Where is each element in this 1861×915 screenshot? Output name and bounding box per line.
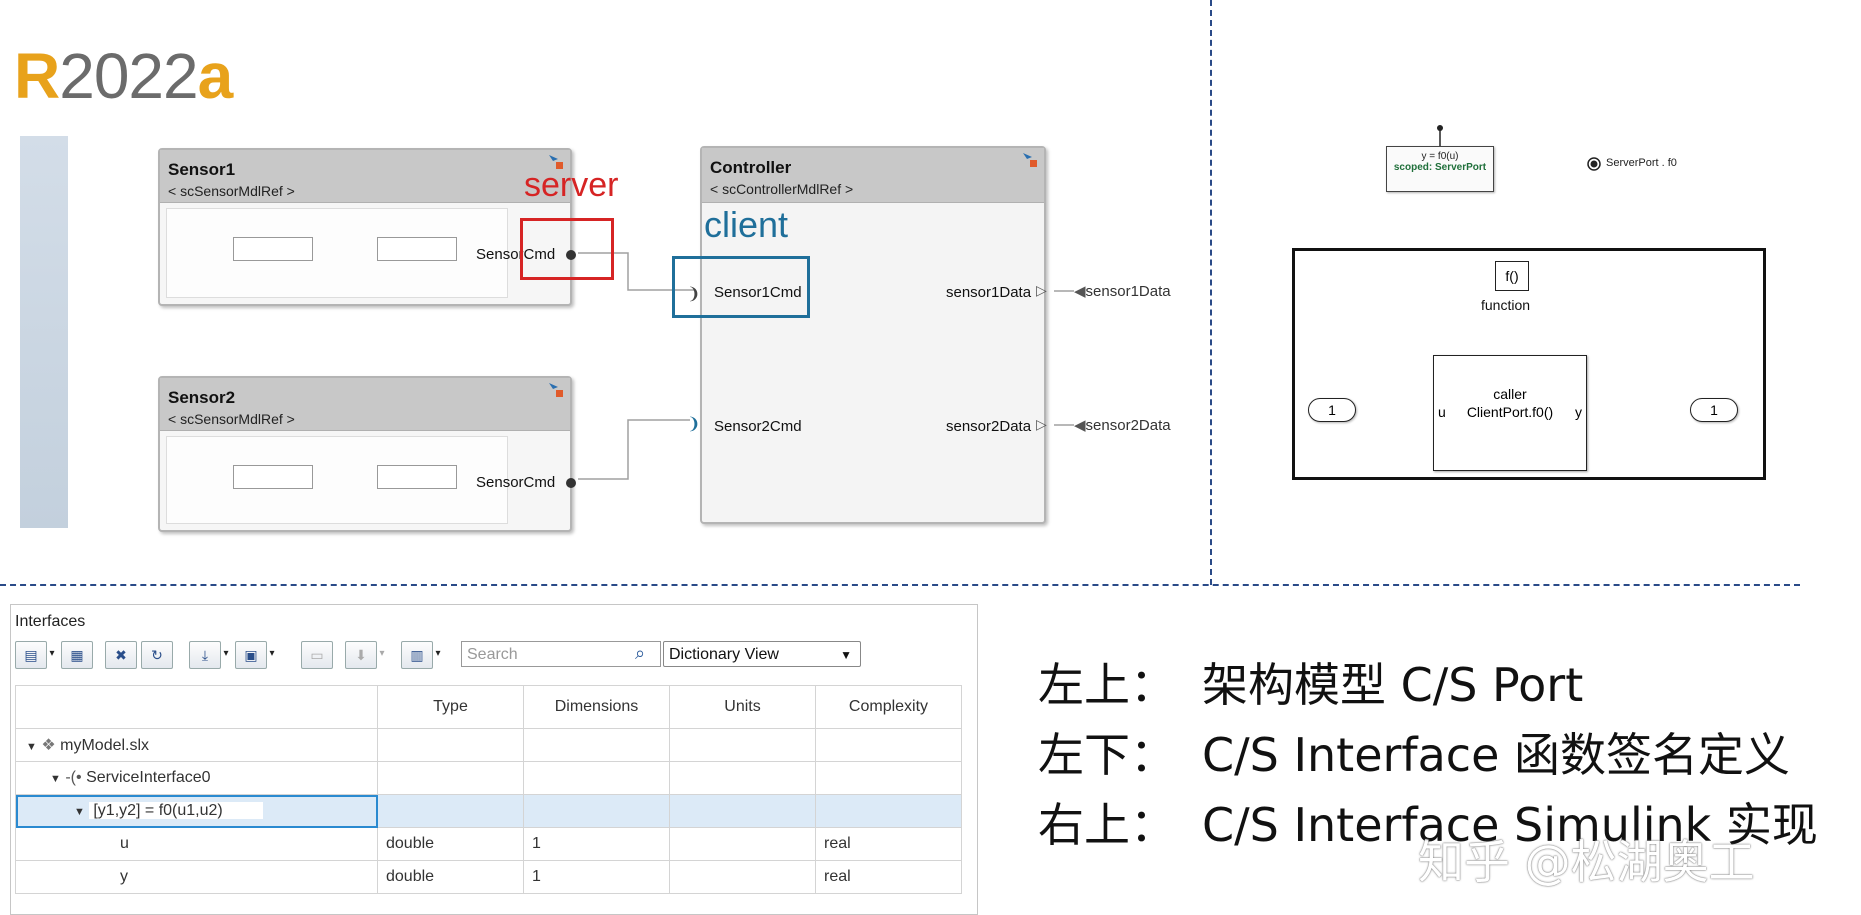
outport-sensor1data[interactable]: ◀sensor1Data <box>1074 283 1171 300</box>
server-callout-box <box>520 218 614 280</box>
export-icon[interactable]: ▭ <box>301 641 333 669</box>
controller-block[interactable]: Controller < scControllerMdlRef > Sensor… <box>700 146 1046 524</box>
table-row[interactable]: ▼ -(• ServiceInterface0 <box>15 761 962 795</box>
interfaces-panel: Interfaces ▤ ▾ ▦ ✖ ↻ ⤓ ▾ ▣ ▾ ▭ ⬇ ▾ ▥ ▾ S… <box>10 604 978 915</box>
inport-block[interactable]: 1 <box>1308 398 1356 422</box>
chevron-down-icon[interactable]: ▾ <box>379 648 385 659</box>
client-label: client <box>704 204 789 245</box>
sensor1-title: Sensor1 <box>168 160 236 179</box>
server-port-icon[interactable] <box>566 250 576 260</box>
outport-arrow-icon: ▷ <box>1036 282 1047 298</box>
interfaces-table: Type Dimensions Units Complexity ▼ ❖ myM… <box>15 685 962 894</box>
client-callout-box <box>672 256 810 318</box>
sensor1-block[interactable]: Sensor1 < scSensorMdlRef > SensorCmd <box>158 148 576 306</box>
add-element-icon[interactable]: ▦ <box>61 641 93 669</box>
release-logo: R2022a <box>14 40 233 112</box>
controller-ref: < scControllerMdlRef > <box>710 181 854 197</box>
client-port-icon: ❩ <box>687 286 701 303</box>
sensor2-port-label: SensorCmd <box>476 474 556 491</box>
function-caller-block[interactable]: caller ClientPort.f0() u y <box>1433 355 1587 471</box>
outport-tag-icon: ◀ <box>1074 283 1086 300</box>
sensor2-ref: < scSensorMdlRef > <box>168 411 295 427</box>
function-trigger-block[interactable]: f() <box>1495 261 1529 291</box>
model-reference-icon <box>549 155 563 169</box>
outport-tag-icon: ◀ <box>1074 417 1086 434</box>
horizontal-separator <box>0 584 1800 586</box>
sensor1-thumbnail <box>166 208 508 298</box>
server-port-icon[interactable] <box>566 478 576 488</box>
add-interface-icon[interactable]: ▤ <box>15 641 47 669</box>
sensor2-thumbnail <box>166 436 508 524</box>
model-reference-icon <box>1023 153 1037 167</box>
sensor1-ref: < scSensorMdlRef > <box>168 183 295 199</box>
chevron-down-icon[interactable]: ▼ <box>26 741 37 753</box>
simulink-subsystem[interactable]: f() function caller ClientPort.f0() u y <box>1292 248 1766 480</box>
controller-port-sensor2cmd[interactable]: Sensor2Cmd <box>714 418 802 435</box>
chevron-down-icon[interactable]: ▾ <box>435 648 441 659</box>
controller-title: Controller <box>710 158 792 177</box>
model-reference-icon <box>549 383 563 397</box>
note-line: 右上：C/S Interface Simulink 实现 <box>1038 798 1818 852</box>
delete-icon[interactable]: ✖ <box>105 641 137 669</box>
server-port-label: ServerPort . f0 <box>1606 157 1677 169</box>
sensor2-title: Sensor2 <box>168 388 236 407</box>
chevron-down-icon[interactable]: ▾ <box>223 648 229 659</box>
outport-block[interactable]: 1 <box>1690 398 1738 422</box>
canvas-side-strip <box>20 136 68 528</box>
vertical-separator <box>1210 0 1212 585</box>
note-line: 左上：架构模型 C/S Port <box>1038 658 1584 712</box>
service-interface-icon: -(• <box>65 769 82 786</box>
outport-sensor2data[interactable]: ◀sensor2Data <box>1074 417 1171 434</box>
outport-arrow-icon: ▷ <box>1036 416 1047 432</box>
controller-port-sensor2data[interactable]: sensor2Data <box>946 418 1032 435</box>
columns-icon[interactable]: ▥ <box>401 641 433 669</box>
server-label: server <box>524 166 619 204</box>
save-icon[interactable]: ▣ <box>235 641 267 669</box>
chevron-down-icon[interactable]: ▾ <box>49 648 55 659</box>
table-header: Type Dimensions Units Complexity <box>15 685 962 729</box>
table-row-selected[interactable]: ▼ [y1,y2] = f0(u1,u2) <box>15 794 962 828</box>
note-line: 左下：C/S Interface 函数签名定义 <box>1038 728 1791 782</box>
chevron-down-icon: ▼ <box>840 648 852 662</box>
watermark: 知乎 @松湖奥工 <box>1418 835 1755 889</box>
interfaces-title: Interfaces <box>15 613 86 630</box>
search-input[interactable]: Search <box>461 641 661 667</box>
sensor1-port-label: SensorCmd <box>476 246 556 263</box>
function-signature-editor[interactable]: [y1,y2] = f0(u1,u2) <box>89 802 263 819</box>
search-icon[interactable]: ⌕ <box>635 643 646 663</box>
controller-port-sensor1data[interactable]: sensor1Data <box>946 284 1032 301</box>
insert-icon[interactable]: ⬇ <box>345 641 377 669</box>
function-label: function <box>1481 297 1531 313</box>
table-row[interactable]: ▼ ❖ myModel.slx <box>15 728 962 762</box>
simulink-function-block[interactable]: y = f0(u) scoped: ServerPort <box>1386 146 1494 192</box>
chevron-down-icon[interactable]: ▼ <box>74 806 85 818</box>
import-icon[interactable]: ⤓ <box>189 641 221 669</box>
refresh-icon[interactable]: ↻ <box>141 641 173 669</box>
client-port-icon: ❩ <box>687 416 701 433</box>
chevron-down-icon[interactable]: ▾ <box>269 648 275 659</box>
view-select[interactable]: Dictionary View ▼ <box>663 641 861 667</box>
chevron-down-icon[interactable]: ▼ <box>50 773 61 785</box>
model-file-icon: ❖ <box>41 737 56 754</box>
notes: 左上：架构模型 C/S Port 左下：C/S Interface 函数签名定义… <box>1038 650 1818 860</box>
sensor2-block[interactable]: Sensor2 < scSensorMdlRef > SensorCmd <box>158 376 576 532</box>
controller-port-sensor1cmd[interactable]: Sensor1Cmd <box>714 284 802 301</box>
